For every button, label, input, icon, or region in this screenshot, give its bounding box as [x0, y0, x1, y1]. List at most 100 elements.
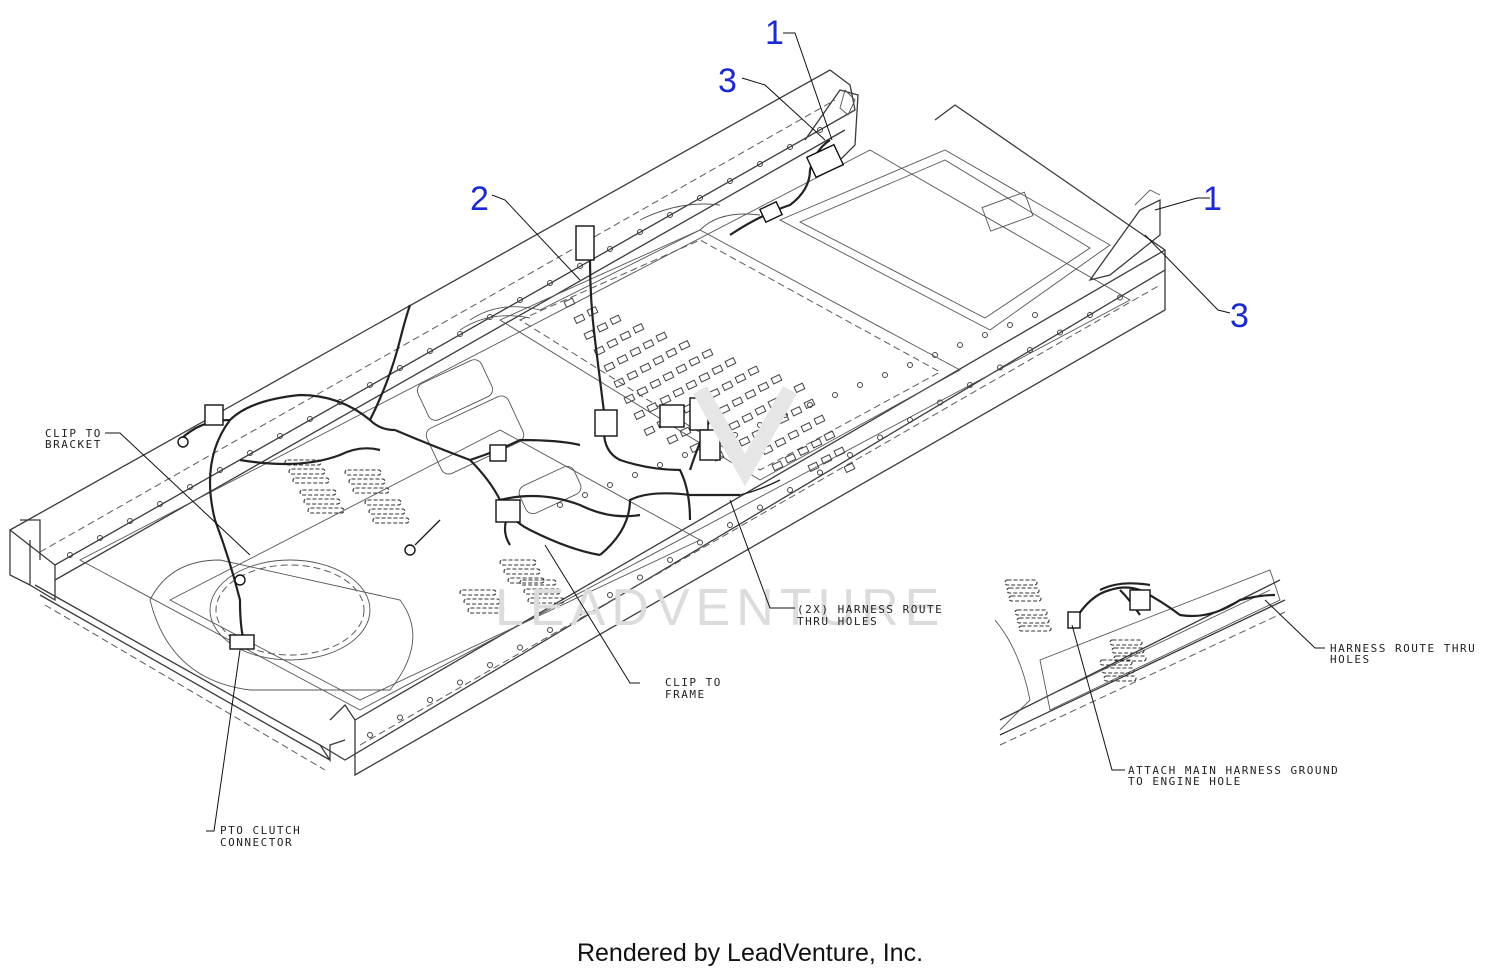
- callout-3-right: 3: [1230, 297, 1249, 335]
- main-harness-connector: [575, 225, 595, 261]
- perforation-hole: [573, 313, 586, 325]
- perforation-hole: [797, 445, 810, 457]
- connector-block-c: [699, 429, 721, 461]
- rail-hole: [577, 609, 583, 616]
- frame-slot: [523, 588, 561, 595]
- perforation-hole: [685, 379, 698, 391]
- rail-hole: [1087, 312, 1093, 318]
- rail-hole: [397, 365, 403, 371]
- perforation-hole: [596, 322, 609, 333]
- perforation-hole: [744, 389, 757, 400]
- perforation-hole: [793, 382, 806, 394]
- svg-text:THRU HOLES: THRU HOLES: [797, 615, 878, 628]
- inset-slot: [1109, 639, 1143, 646]
- ground-eyelet: [177, 436, 189, 448]
- rail-hole: [667, 212, 673, 218]
- perforation-hole: [803, 398, 816, 410]
- frame-slot: [303, 498, 341, 505]
- rail-hole: [487, 314, 493, 320]
- inset-slot: [1018, 625, 1052, 632]
- perforation-hole: [662, 371, 675, 382]
- perforation-hole: [629, 346, 642, 358]
- svg-text:FRAME: FRAME: [665, 688, 706, 701]
- rail-hole: [907, 417, 913, 423]
- rail-hole: [517, 297, 523, 303]
- inset-connector: [1129, 589, 1151, 611]
- rail-hole: [1117, 294, 1123, 301]
- rail-hole: [817, 127, 823, 133]
- perforation-hole: [665, 347, 678, 359]
- perforation-hole: [771, 460, 784, 472]
- frame-slot: [499, 559, 537, 566]
- perforation-hole: [626, 370, 639, 381]
- perforation-hole: [616, 354, 629, 365]
- rail-hole: [517, 644, 523, 651]
- perforation-hole: [698, 372, 711, 383]
- inset-slot: [1008, 595, 1042, 602]
- wiring-harness: [177, 139, 845, 650]
- rail-hole: [727, 522, 733, 528]
- frame-slot: [299, 489, 337, 496]
- frame-slot: [348, 478, 386, 485]
- watermark: LEADVENTURE: [495, 579, 945, 637]
- deck-hole: [982, 332, 988, 338]
- perforation-hole: [738, 436, 751, 447]
- frame-slot: [364, 499, 402, 506]
- inset-slot: [1004, 579, 1038, 586]
- rail-hole: [217, 467, 223, 473]
- rail-hole: [367, 382, 373, 388]
- callout-1-upper: 1: [765, 14, 784, 52]
- deck-hole: [832, 392, 838, 398]
- inset-slot: [1111, 647, 1145, 654]
- rail-hole: [397, 714, 403, 721]
- note-attach-ground: ATTACH MAIN HARNESS GROUND TO ENGINE HOL…: [1128, 764, 1339, 788]
- deck-hole: [932, 352, 938, 358]
- perforation-hole: [678, 340, 691, 351]
- rail-hole: [187, 484, 193, 490]
- callout-2: 2: [470, 180, 489, 218]
- perforation-hole: [593, 345, 606, 357]
- perforation-hole: [754, 405, 767, 416]
- rail-hole: [67, 552, 73, 558]
- rail-hole: [757, 504, 763, 511]
- frame-slot: [368, 508, 406, 515]
- ground-terminal: [404, 544, 416, 556]
- perforation-hole: [636, 386, 649, 397]
- frame-slot: [307, 507, 345, 514]
- frame-slot: [284, 459, 322, 466]
- perforation-hole: [688, 356, 701, 367]
- frame-slot: [467, 607, 505, 614]
- perforation-hole: [613, 377, 626, 389]
- chassis-frame: [8, 69, 1166, 777]
- frame-slot: [503, 568, 541, 575]
- perforation-hole: [701, 348, 714, 360]
- perforation-hole: [649, 378, 662, 390]
- rail-hole: [607, 246, 613, 252]
- frame-slot: [507, 577, 545, 584]
- perforation-hole: [807, 461, 820, 473]
- deck-hole: [882, 372, 888, 378]
- svg-text:HARNESS ROUTE THRU: HARNESS ROUTE THRU: [1330, 642, 1476, 655]
- perforation-hole: [734, 373, 747, 384]
- rail-hole: [667, 557, 673, 563]
- perforation-hole: [632, 323, 645, 334]
- frame-slot: [372, 517, 410, 524]
- callout-1-right: 1: [1203, 180, 1222, 218]
- frame-slot: [459, 589, 497, 596]
- inset-slot: [1103, 675, 1137, 682]
- perforation-hole: [787, 429, 800, 441]
- svg-text:ATTACH MAIN HARNESS GROUND: ATTACH MAIN HARNESS GROUND: [1128, 764, 1339, 777]
- rail-hole: [127, 518, 133, 524]
- perforation-hole: [606, 338, 619, 349]
- note-pto-clutch-connector: PTO CLUTCH CONNECTOR: [220, 824, 300, 849]
- footer-credit: Rendered by LeadVenture, Inc.: [577, 939, 923, 967]
- rail-hole: [247, 450, 253, 456]
- frame-slot: [292, 477, 330, 484]
- rail-hole: [607, 592, 613, 598]
- deck-hole: [657, 462, 663, 468]
- perforation-hole: [711, 364, 724, 376]
- perforation-hole: [823, 430, 836, 442]
- deck-hole: [557, 502, 563, 508]
- svg-text:CLIP TO: CLIP TO: [45, 427, 102, 440]
